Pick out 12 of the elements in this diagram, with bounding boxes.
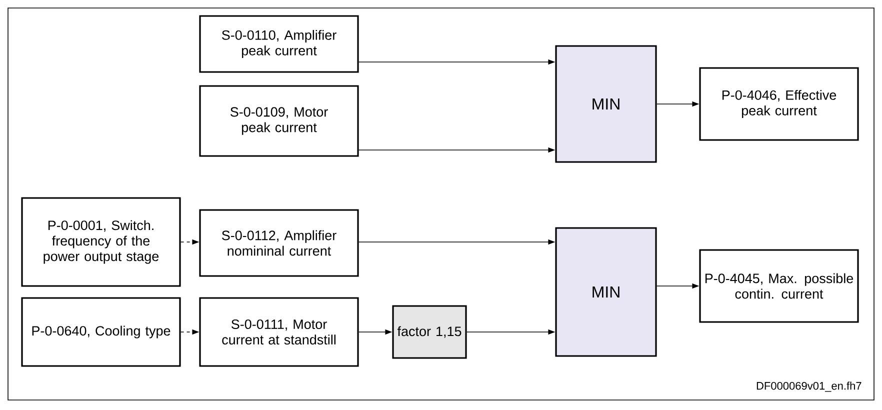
parameter-box: S-0-0109, Motor peak current bbox=[199, 85, 359, 157]
parameter-box: S-0-0111, Motor current at standstill bbox=[199, 297, 359, 367]
parameter-box: S-0-0110, Amplifier peak current bbox=[199, 15, 359, 73]
factor-box: factor 1,15 bbox=[392, 305, 467, 359]
parameter-box: P-0-0640, Cooling type bbox=[21, 297, 181, 367]
parameter-box: P-0-4045, Max. possible contin. current bbox=[699, 249, 859, 323]
min-block: MIN bbox=[555, 45, 657, 163]
parameter-box: P-0-0001, Switch. frequency of the power output stage bbox=[21, 197, 181, 287]
min-block: MIN bbox=[555, 227, 657, 357]
parameter-box: S-0-0112, Amplifier nomininal current bbox=[199, 209, 359, 277]
parameter-box: P-0-4046, Effective peak current bbox=[699, 67, 859, 141]
file-id-label: DF000069v01_en.fh7 bbox=[756, 382, 862, 392]
